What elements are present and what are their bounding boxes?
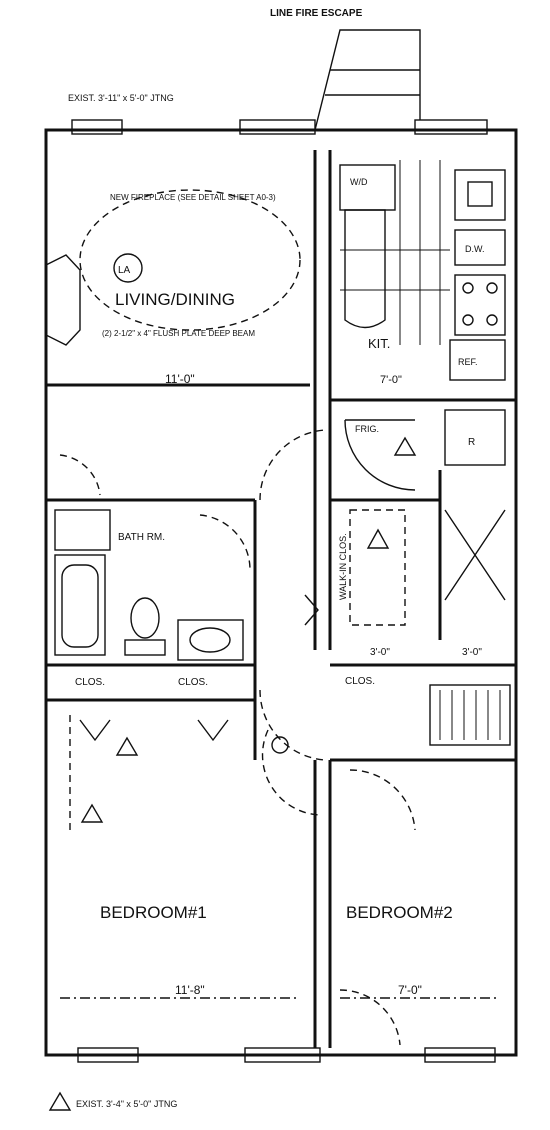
svg-text:BATH RM.: BATH RM.	[118, 532, 165, 543]
svg-text:W/D: W/D	[350, 177, 368, 187]
bed2-width: 7'-0"	[398, 983, 422, 997]
living-width: 11'-0"	[165, 372, 195, 386]
bath-fixtures: BATH RM.	[54, 454, 251, 661]
bedroom2-label: BEDROOM#2	[346, 903, 453, 922]
kitchen-label: KIT.	[368, 336, 390, 351]
bed1-width: 11'-8"	[175, 983, 205, 997]
hall-doors	[259, 429, 326, 816]
svg-text:R: R	[468, 437, 475, 448]
beam-note: (2) 2-1/2" x 4" FLUSH PLATE DEEP BEAM	[102, 329, 255, 338]
svg-text:CLOS.: CLOS.	[345, 676, 375, 687]
closets: CLOS. CLOS. CLOS.	[75, 676, 511, 746]
living-dining-label: LIVING/DINING	[115, 290, 235, 309]
svg-text:REF.: REF.	[458, 357, 478, 367]
kitchen-fixtures: W/D D.W. REF.	[339, 160, 506, 381]
svg-text:LA: LA	[118, 265, 131, 276]
exhaust-top-note: EXIST. 3'-11" x 5'-0" JTNG	[68, 93, 174, 103]
bedroom1-label: BEDROOM#1	[100, 903, 207, 922]
walk-in-closet: WALK-IN CLOS. 3'-0" 3'-0"	[338, 509, 506, 658]
svg-text:3'-0": 3'-0"	[370, 647, 390, 658]
fireplace: LA	[45, 189, 301, 346]
exterior-walls	[44, 29, 518, 1063]
fireplace-note: NEW FIREPLACE (SEE DETAIL SHEET A0-3)	[110, 193, 276, 202]
svg-text:WALK-IN CLOS.: WALK-IN CLOS.	[338, 533, 348, 600]
fire-escape-note: LINE FIRE ESCAPE	[270, 8, 363, 19]
interior-walls	[46, 150, 516, 1048]
frig-closet: FRIG. R	[344, 409, 506, 491]
kit-width: 7'-0"	[380, 374, 402, 386]
exhaust-bottom-note: EXIST. 3'-4" x 5'-0" JTNG	[76, 1099, 177, 1109]
svg-text:CLOS.: CLOS.	[75, 677, 105, 688]
svg-text:3'-0": 3'-0"	[462, 647, 482, 658]
bedroom-doors	[69, 715, 416, 1046]
warning-triangles	[48, 736, 139, 1111]
svg-text:CLOS.: CLOS.	[178, 677, 208, 688]
svg-text:FRIG.: FRIG.	[355, 424, 379, 434]
svg-text:D.W.: D.W.	[465, 244, 485, 254]
